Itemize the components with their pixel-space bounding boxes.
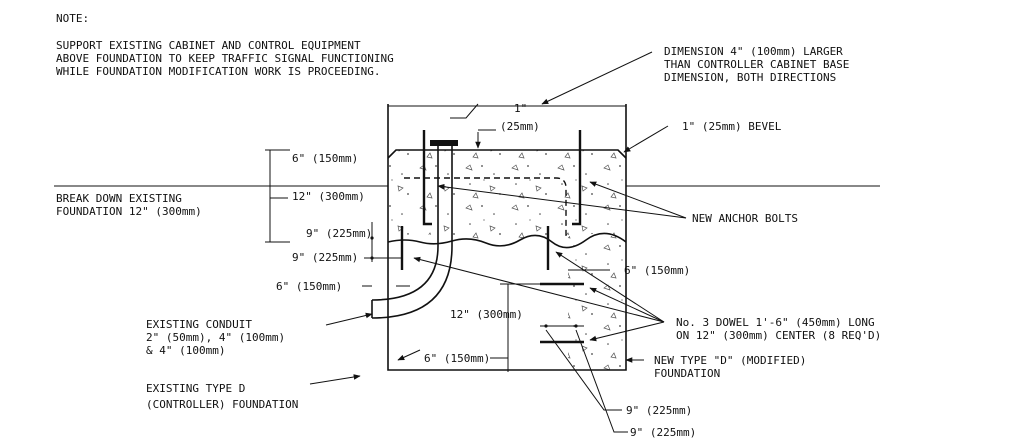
dim-9-b: 9" (225mm) (292, 251, 358, 264)
dim-6-right: 6" (150mm) (624, 264, 690, 277)
callout-new-foundation-2: FOUNDATION (654, 367, 720, 380)
dim-one-inch: 1" (514, 102, 527, 115)
dim-6-top: 6" (150mm) (292, 152, 358, 165)
callout-conduit-3: & 4" (100mm) (146, 344, 225, 357)
callout-dowel-1: No. 3 DOWEL 1'-6" (450mm) LONG (676, 316, 875, 329)
note-heading: NOTE: (56, 12, 89, 25)
note-line-2: ABOVE FOUNDATION TO KEEP TRAFFIC SIGNAL … (56, 52, 394, 65)
callout-break-down-2: FOUNDATION 12" (300mm) (56, 205, 202, 218)
dim-6-bottom: 6" (150mm) (424, 352, 490, 365)
callout-bevel: 1" (25mm) BEVEL (682, 120, 782, 133)
note-line-1: SUPPORT EXISTING CABINET AND CONTROL EQU… (56, 39, 361, 52)
callout-new-foundation-1: NEW TYPE "D" (MODIFIED) (654, 354, 806, 367)
callout-dowel-2: ON 12" (300mm) CENTER (8 REQ'D) (676, 329, 881, 342)
callout-dimension-line-1: DIMENSION 4" (100mm) LARGER (664, 45, 843, 58)
callout-dimension-line-2: THAN CONTROLLER CABINET BASE (664, 58, 849, 71)
callout-existing-foundation-2: (CONTROLLER) FOUNDATION (146, 398, 298, 411)
dowels (400, 226, 584, 344)
dim-12-left: 12" (300mm) (292, 190, 365, 203)
dim-9-a: 9" (225mm) (306, 227, 372, 240)
callout-anchor-bolts: NEW ANCHOR BOLTS (692, 212, 798, 225)
callout-break-down-1: BREAK DOWN EXISTING (56, 192, 182, 205)
dim-9-bottom-b: 9" (225mm) (630, 426, 696, 439)
callout-dimension-line-3: DIMENSION, BOTH DIRECTIONS (664, 71, 836, 84)
callout-conduit-1: EXISTING CONDUIT (146, 318, 252, 331)
callout-conduit-2: 2" (50mm), 4" (100mm) (146, 331, 285, 344)
dim-6-left: 6" (150mm) (276, 280, 342, 293)
anchor-bolts (422, 130, 582, 226)
callout-existing-foundation-1: EXISTING TYPE D (146, 382, 245, 395)
dim-9-bottom-a: 9" (225mm) (626, 404, 692, 417)
dim-12-center: 12" (300mm) (450, 308, 523, 321)
note-line-3: WHILE FOUNDATION MODIFICATION WORK IS PR… (56, 65, 381, 78)
dim-25mm: (25mm) (500, 120, 540, 133)
